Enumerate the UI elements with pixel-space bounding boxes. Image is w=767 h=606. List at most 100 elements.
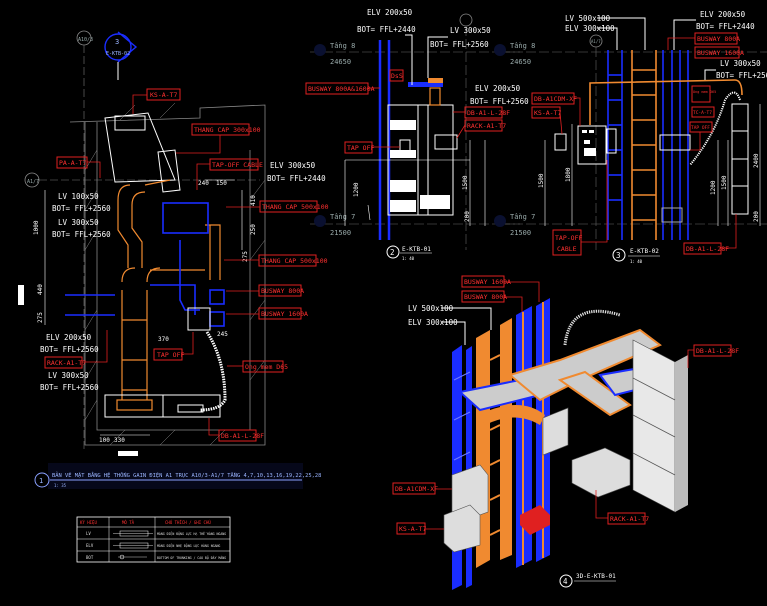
tag-tapoff[interactable]: TAP OFF: [153, 332, 194, 361]
section2-title: 2 E-KTB-01 1: 40: [386, 245, 432, 261]
section2-elv2_bot-text: BOT= FFL+2560: [470, 97, 529, 106]
tag-db[interactable]: DB-A1-L-28F: [208, 418, 264, 442]
section3-lvl8-text: 24650: [510, 58, 531, 66]
tag-iso-ks[interactable]: KS-A-T7: [396, 522, 444, 535]
tag-iso-db[interactable]: DB-A1-L-28F: [687, 344, 739, 368]
tag-s2-db[interactable]: DB-A1-L-28F: [453, 106, 510, 119]
legend-rows-0-code-text: LV: [86, 531, 91, 536]
tag-tapoff-cable[interactable]: TAP-OFF CABLE: [196, 158, 263, 190]
plan-notes-lv300b-text: LV 300x50: [48, 371, 89, 380]
plan-notes-lv300_bot-text: BOT= FFL+2560: [52, 230, 111, 239]
tag-iso-dbx[interactable]: DB-A1CDM-XF: [392, 482, 452, 495]
plan-tags-rack-text: RACK-A1-T7: [47, 359, 86, 367]
tag-bus1600[interactable]: BUSWAY 1600A: [226, 307, 308, 320]
legend-headers-2-text: CHÚ THÍCH / GHI CHÚ: [165, 520, 211, 525]
section3-tags-tapoff_cable1-text: TAP-OFF: [555, 234, 582, 242]
plan-dims-d150-text: 150: [216, 180, 227, 187]
plan-dims-d245-text: 245: [217, 331, 228, 338]
tag-ong[interactable]: Ong mem D65: [227, 360, 288, 373]
plan-dims-d240-text: 240: [198, 180, 209, 187]
plan-tags-tapoff-text: TAP OFF: [157, 351, 184, 359]
plan-notes-lv300-text: LV 300x50: [58, 218, 99, 227]
plan-section_marker-ref-text: E-KTB-02: [106, 51, 130, 57]
plan-dims-d410-text: 410: [250, 195, 257, 206]
plan-tags-ong-text: Ong mem D65: [245, 363, 288, 371]
plan-notes-elv300_bot-text: BOT= FFL+2440: [267, 174, 326, 183]
plan-tags-bus800-text: BUSWAY 800A: [261, 287, 304, 295]
tag-s3-bus800[interactable]: BUSWAY 800A: [667, 32, 740, 50]
plan-dims-d275-text: 275: [37, 312, 44, 323]
section2-elv_bot-text: BOT= FFL+2440: [357, 25, 416, 34]
legend-table: KÝ HIỆU MÔ TẢ CHÚ THÍCH / GHI CHÚ LV ELV…: [76, 516, 231, 563]
section-e-ktb-02: Tầng 8 24650 Tầng 7 21500 A1/7 1500 1800…: [494, 10, 767, 264]
plan-tags-thang500a-text: THANG CAP 500x100: [262, 203, 329, 211]
iso-title-num-text: 4: [563, 577, 568, 586]
section2-dims-d1500-text: 1500: [462, 175, 469, 190]
tag-rack[interactable]: RACK-A1-T7: [44, 330, 108, 369]
tag-s3-dbx[interactable]: DB-A1CDM-XF: [531, 92, 581, 126]
section3-floor8-text: Tầng 8: [510, 42, 535, 50]
tag-s3-ong[interactable]: Ong mem D65: [691, 85, 716, 103]
section2-tags-busway-text: BUSWAY 800A&1600A: [308, 85, 375, 93]
section2-lvl7-text: 21500: [330, 229, 351, 237]
section3-lv2_bot-text: BOT= FFL+2560: [716, 71, 767, 80]
tag-s3-bus1600[interactable]: BUSWAY 1600A: [694, 46, 744, 59]
section3-dims-d1800-text: 1800: [565, 167, 572, 182]
grid-label-a17: A1/7: [27, 179, 39, 185]
tag-thang500b[interactable]: THANG CAP 500x100: [224, 254, 328, 267]
section2-tags-rack-text: RACK-A1-T7: [467, 122, 506, 130]
section3-dims-d2400-text: 2400: [753, 153, 760, 168]
section3-dims-d1200-text: 1200: [710, 180, 717, 195]
tag-s3-tc[interactable]: TC-A-T7: [691, 106, 715, 118]
plan-notes-elv300-text: ELV 300x50: [270, 161, 316, 170]
plan-notes-lv300b_bot-text: BOT= FFL+2560: [40, 383, 99, 392]
section3-tags-tapoff_cable2-text: CABLE: [557, 245, 577, 253]
tag-iso-bus1600[interactable]: BUSWAY 1600A: [461, 275, 540, 302]
section2-title-scale-text: 1: 40: [402, 256, 415, 261]
tag-thang300[interactable]: THANG CAP 300x100: [176, 123, 261, 154]
iso-tags-ks-text: KS-A-T7: [399, 525, 426, 533]
plan-dims-d330-text: 330: [114, 437, 125, 444]
tag-iso-bus800[interactable]: BUSWAY 800A: [461, 290, 523, 312]
section2-dims-d200-text: 200: [464, 211, 471, 222]
iso-elv-text: ELV 300x100: [408, 318, 458, 327]
section2-title-ref-text: E-KTB-01: [402, 246, 431, 253]
section3-elv-text: ELV 300x100: [565, 24, 615, 33]
tag-iso-rack[interactable]: RACK-A1-T7: [595, 490, 649, 525]
plan-title-scale-text: 1: 35: [54, 483, 67, 488]
tag-s3-tapoff-cable[interactable]: TAP-OFF CABLE: [552, 160, 608, 256]
tag-s2-rack[interactable]: RACK-A1-T7: [456, 119, 506, 139]
section2-elv-text: ELV 200x50: [367, 8, 413, 17]
section3-elv2_bot-text: BOT= FFL+2440: [696, 22, 755, 31]
tag-thang500a[interactable]: THANG CAP 500x100: [226, 200, 329, 213]
section3-tags-bus1600-text: BUSWAY 1600A: [697, 49, 744, 57]
plan-tags-thang500b-text: THANG CAP 500x100: [261, 257, 328, 265]
tag-s2-tapoff[interactable]: TAP OFF: [344, 141, 400, 154]
legend-rows-1-desc-text: MÁNG ĐIỆN NHẸ ĐỘNG LỰC HÀNG NGANG: [157, 543, 220, 548]
plan-tags-pa-text: PA-A-T7: [59, 159, 86, 167]
plan-dims-d100-text: 100: [99, 437, 110, 444]
iso-tags-dbx-text: DB-A1CDM-XF: [395, 485, 438, 493]
tag-s3-ks[interactable]: KS-A-T7: [531, 106, 563, 135]
section-marker-3[interactable]: 3 E-KTB-02: [104, 31, 138, 80]
plan-tags-thang300-text: THANG CAP 300x100: [194, 126, 261, 134]
section3-dims-d1500b-text: 1500: [721, 175, 728, 190]
section3-lv2-text: LV 300x50: [720, 59, 761, 68]
section3-title-num-text: 3: [616, 251, 621, 260]
tag-ks[interactable]: KS-A-T7: [132, 88, 181, 114]
grid-label-a10: A10/3: [78, 37, 93, 43]
iso-lv-text: LV 500x100: [408, 304, 454, 313]
plan-dims-d275b-text: 275: [242, 251, 249, 262]
section2-title-num-text: 2: [390, 248, 395, 257]
tag-s2-busway[interactable]: BUSWAY 800A&1600A: [305, 82, 380, 95]
tag-s3-db[interactable]: DB-A1-L-28F: [683, 214, 737, 255]
tag-pa[interactable]: PA-A-T7: [56, 156, 101, 178]
section3-title: 3 E-KTB-02 1: 40: [612, 248, 660, 264]
plan-title-text-text: BẢN VẼ MẶT BẰNG HỆ THỐNG GAIN ĐIỆN A1 TR…: [52, 471, 321, 479]
tag-s2-dss[interactable]: DsS: [389, 69, 404, 82]
tag-s3-tapoff[interactable]: TAP OFF: [689, 121, 713, 151]
legend-headers-0-text: KÝ HIỆU: [80, 520, 97, 525]
legend-rows-0-desc-text: MÁNG ĐIỆN ĐỘNG LỰC HẠ THẾ HÀNG NGANG: [157, 531, 226, 536]
tag-bus800[interactable]: BUSWAY 800A: [226, 284, 304, 297]
